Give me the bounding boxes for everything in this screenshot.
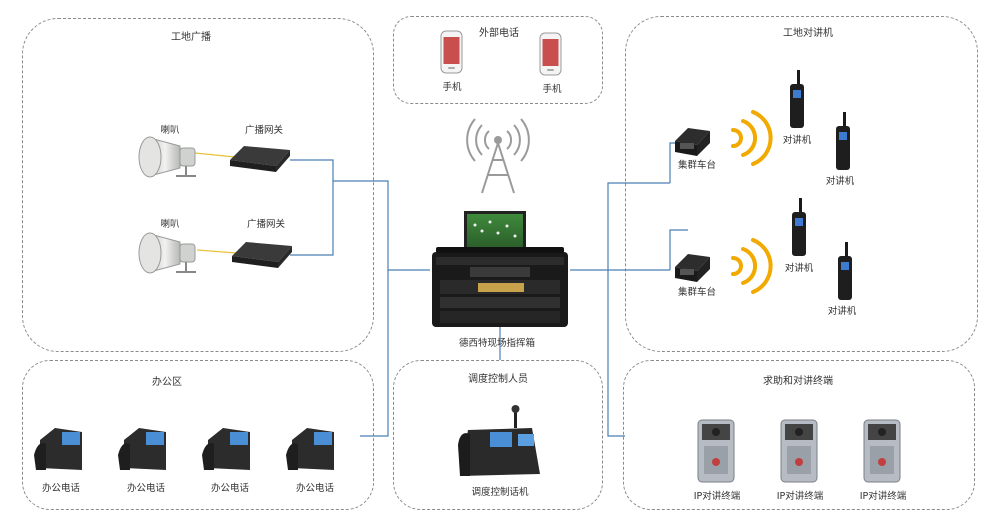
group-external [393, 16, 603, 104]
group-title-dispatch: 调度控制人员 [468, 374, 528, 385]
walkie-talkie-icon [792, 198, 806, 256]
dispatch-console-icon [458, 405, 540, 476]
group-title-intercom: 工地对讲机 [783, 28, 833, 39]
walkie-talkie-icon [790, 70, 804, 128]
speaker-label: 喇叭 [160, 125, 180, 136]
command-case-icon [432, 211, 568, 327]
office-phone-label: 办公电话 [295, 483, 335, 494]
car-radio-label: 集群车台 [677, 160, 717, 171]
trunking-car-radio-icon [675, 254, 710, 282]
group-office [22, 360, 374, 510]
group-title-help: 求助和对讲终端 [763, 376, 833, 387]
walkie-talkie-label: 对讲机 [782, 135, 812, 146]
speaker-cables [194, 152, 237, 254]
command-case-label: 德西特现场指挥箱 [458, 338, 536, 349]
gateway-label: 广播网关 [244, 125, 284, 136]
office-phone-label: 办公电话 [210, 483, 250, 494]
ip-terminal-label: IP对讲终端 [776, 491, 824, 502]
ip-intercom-terminal-icon [697, 419, 735, 483]
walkie-talkie-label: 对讲机 [784, 263, 814, 274]
network-wires [290, 142, 688, 437]
ip-phone-icon [286, 428, 334, 470]
signal-wave-icon [731, 238, 773, 294]
group-help [623, 360, 975, 510]
mobile-phone-icon [440, 30, 463, 74]
trunking-car-radio-icon [675, 128, 710, 156]
speaker-horn-icon [138, 232, 196, 274]
walkie-talkie-label: 对讲机 [827, 306, 857, 317]
mobile-phone-icon [539, 32, 562, 76]
broadcast-gateway-icon [230, 146, 290, 172]
walkie-talkie-label: 对讲机 [825, 176, 855, 187]
walkie-talkie-icon [836, 112, 850, 170]
ip-phone-icon [34, 428, 82, 470]
mobile-phone-label: 手机 [542, 84, 562, 95]
ip-phone-icon [202, 428, 250, 470]
group-title-external: 外部电话 [479, 28, 519, 39]
ip-phone-icon [118, 428, 166, 470]
ip-intercom-terminal-icon [863, 419, 901, 483]
broadcast-gateway-icon [232, 242, 292, 268]
office-phone-label: 办公电话 [126, 483, 166, 494]
group-broadcast [22, 18, 374, 352]
group-title-broadcast: 工地广播 [171, 32, 211, 43]
car-radio-label: 集群车台 [677, 287, 717, 298]
dispatch-console-label: 调度控制话机 [471, 487, 529, 498]
speaker-label: 喇叭 [160, 219, 180, 230]
speaker-horn-icon [138, 136, 196, 178]
gateway-label: 广播网关 [246, 219, 286, 230]
antenna-tower-icon [466, 118, 530, 194]
walkie-talkie-icon [838, 242, 852, 300]
group-dispatch [393, 360, 603, 510]
group-title-office: 办公区 [152, 377, 182, 388]
mobile-phone-label: 手机 [442, 82, 462, 93]
ip-terminal-label: IP对讲终端 [859, 491, 907, 502]
ip-intercom-terminal-icon [780, 419, 818, 483]
ip-terminal-label: IP对讲终端 [693, 491, 741, 502]
group-intercom [625, 16, 978, 352]
office-phone-label: 办公电话 [41, 483, 81, 494]
signal-wave-icon [731, 110, 773, 166]
